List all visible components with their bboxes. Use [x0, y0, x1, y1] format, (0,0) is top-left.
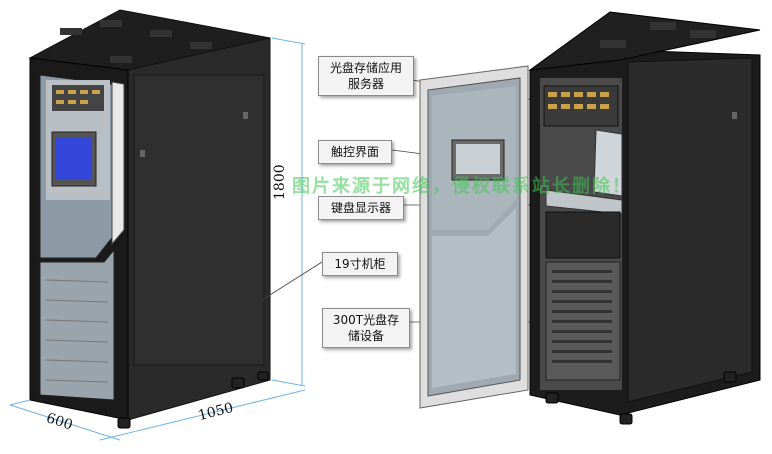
label-keyboard-display: 键盘显示器 [318, 196, 404, 220]
dimension-lines [9, 37, 306, 441]
label-touch-interface: 触控界面 [318, 140, 392, 164]
label-storage-300t: 300T光盘存储设备 [322, 308, 410, 348]
label-cabinet-19: 19寸机柜 [322, 252, 398, 276]
touch-screen-right [456, 144, 500, 174]
right-cabinet [419, 11, 761, 425]
watermark-text: 图片来源于网络，侵权联系站长删除！ [292, 176, 632, 197]
label-optical-server: 光盘存储应用服务器 [318, 56, 414, 96]
touch-screen-left [56, 137, 92, 179]
left-cabinet [28, 9, 271, 429]
dimension-height: 1800 [272, 164, 288, 200]
